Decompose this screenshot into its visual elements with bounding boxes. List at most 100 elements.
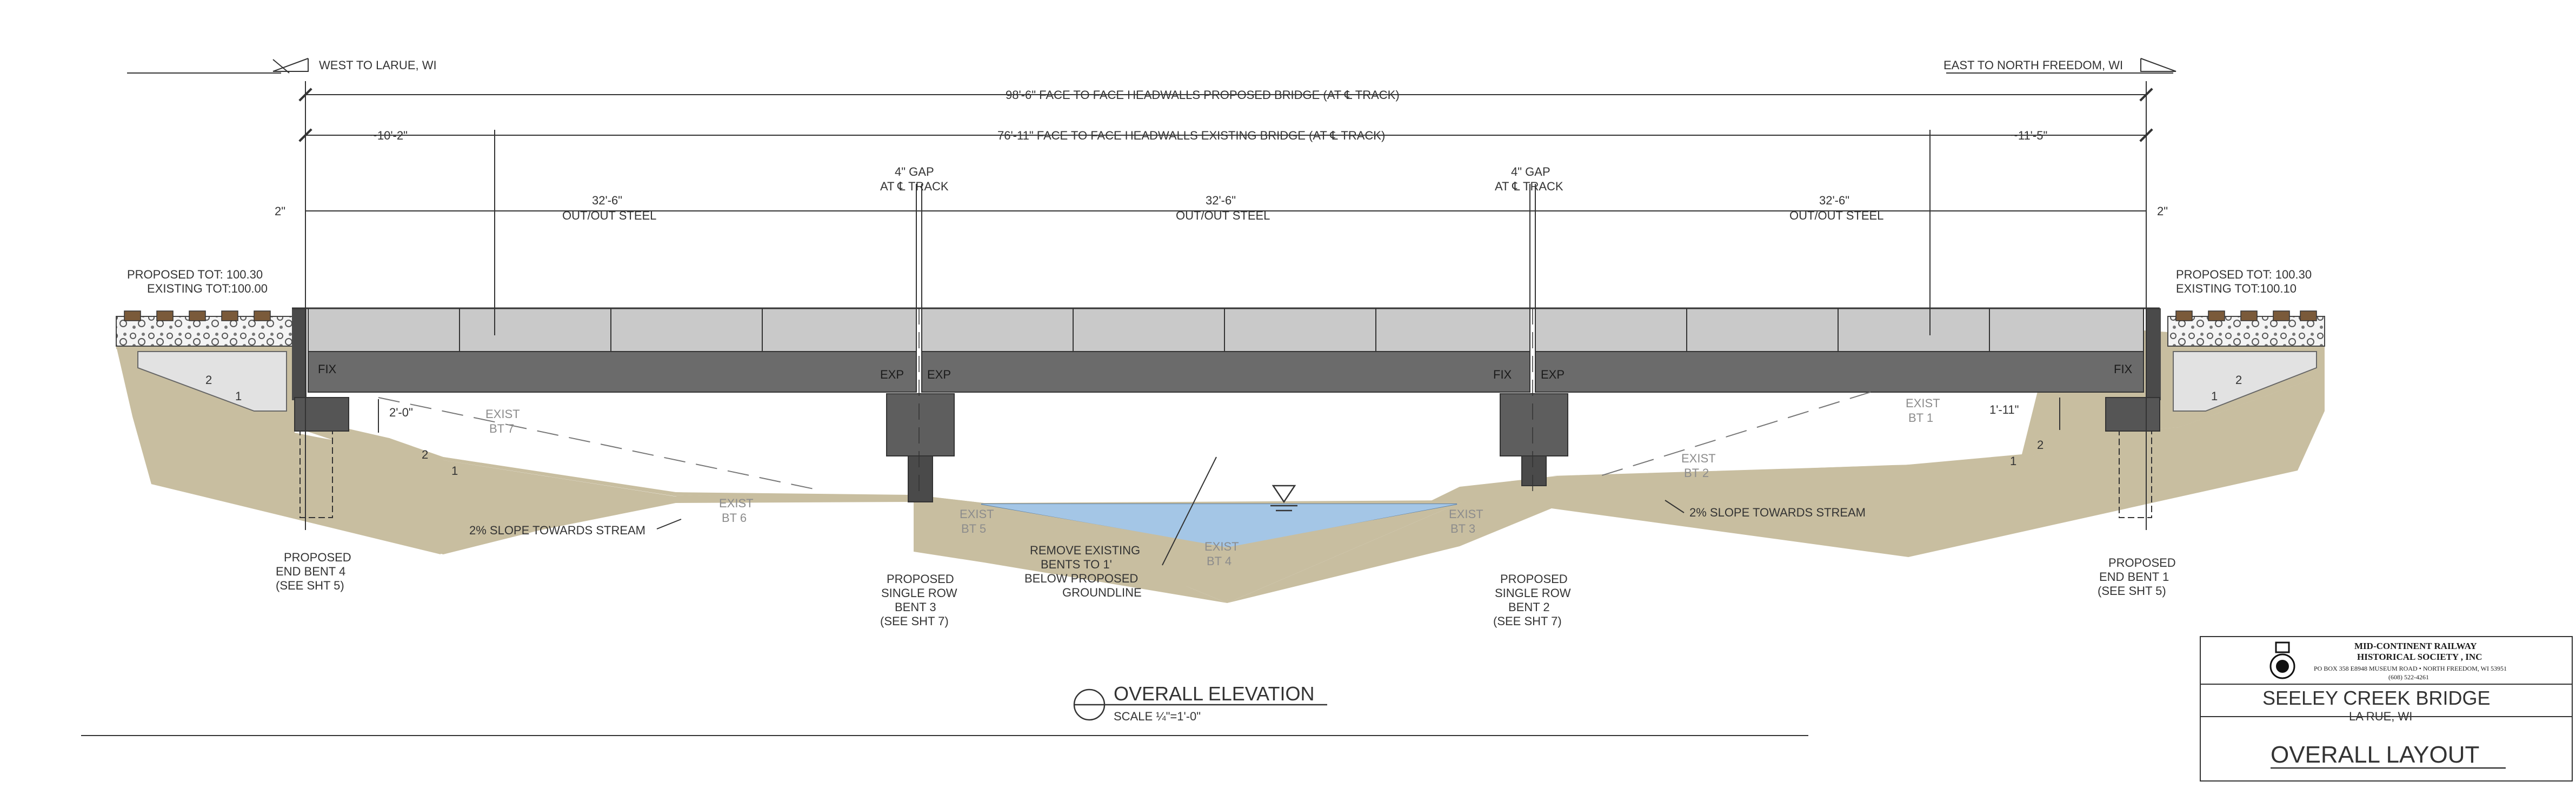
exist-bt6-b: BT 6 bbox=[722, 511, 747, 525]
west-label: WEST TO LARUE, WI bbox=[319, 58, 437, 72]
callout-end-bent-1: PROPOSED END BENT 1 (SEE SHT 5) bbox=[2098, 556, 2176, 598]
span-2-sub: OUT/OUT STEEL bbox=[1176, 209, 1270, 222]
piers bbox=[886, 393, 1568, 502]
span-1-length: 32'-6" bbox=[592, 194, 622, 207]
callout-b3-3: BENT 3 bbox=[895, 600, 936, 614]
proposed-overall-dim: 98'-6" FACE TO FACE HEADWALLS PROPOSED B… bbox=[1006, 88, 1400, 102]
bearing-exp-1: EXP bbox=[880, 368, 904, 381]
callout-b3-2: SINGLE ROW bbox=[881, 586, 957, 600]
gap-1-label-b: AT ℄ TRACK bbox=[880, 180, 949, 193]
bearing-exp-3: EXP bbox=[1541, 368, 1565, 381]
left-tot-existing: EXISTING TOT:100.00 bbox=[147, 282, 268, 295]
slope-ratio-1-b: 1 bbox=[451, 464, 458, 478]
exist-bt5-a: EXIST bbox=[960, 507, 994, 521]
exist-bt6-a: EXIST bbox=[719, 496, 754, 510]
gap-1-label-a: 4" GAP bbox=[895, 165, 934, 178]
right-stream-slope: 2% SLOPE TOWARDS STREAM bbox=[1689, 506, 1866, 519]
title-block-frame bbox=[2200, 636, 2573, 782]
left-ties bbox=[124, 310, 271, 321]
view-title-scale: SCALE ¼"=1'-0" bbox=[1114, 710, 1201, 723]
exist-bt7-a: EXIST bbox=[485, 407, 520, 421]
callout-b2-3: BENT 2 bbox=[1508, 600, 1550, 614]
callout-rm-1: REMOVE EXISTING bbox=[1030, 544, 1140, 557]
org-address: PO BOX 358 E8948 MUSEUM ROAD • NORTH FRE… bbox=[2314, 665, 2507, 672]
project-location: LA RUE, WI bbox=[2349, 710, 2412, 723]
end-bent-1-cap bbox=[2105, 397, 2160, 432]
water-surface-icon bbox=[1270, 485, 1297, 512]
left-offset-dim: ~10'-2" bbox=[370, 129, 408, 142]
span-3-beam bbox=[1535, 351, 2144, 393]
east-label: EAST TO NORTH FREEDOM, WI bbox=[1943, 58, 2123, 72]
leader-lines bbox=[656, 456, 1685, 566]
callout-rm-3: BELOW PROPOSED bbox=[1024, 572, 1138, 585]
end-bent-4-piles bbox=[299, 431, 333, 518]
end-bent-1-piles bbox=[2119, 431, 2152, 518]
org-phone: (608) 522-4261 bbox=[2388, 673, 2429, 681]
right-tot-existing: EXISTING TOT:100.10 bbox=[2176, 282, 2297, 295]
direction-arrows bbox=[272, 58, 2176, 72]
exist-bt3-b: BT 3 bbox=[1450, 522, 1475, 535]
exist-bt2-b: BT 2 bbox=[1684, 466, 1709, 480]
view-title: OVERALL ELEVATION SCALE ¼"=1'-0" bbox=[1073, 683, 1327, 723]
callout-b3-1: PROPOSED bbox=[887, 572, 954, 586]
slope-ratio-2-c: 2 bbox=[2037, 438, 2044, 452]
track-ballast bbox=[116, 310, 2325, 347]
exist-bt1-b: BT 1 bbox=[1908, 411, 1933, 425]
span-1-beam bbox=[308, 351, 917, 393]
span-2-deck bbox=[921, 308, 1530, 352]
callout-b3-4: (SEE SHT 7) bbox=[880, 614, 949, 628]
bent-2-pile bbox=[1521, 455, 1547, 486]
callout-eb4-2: END BENT 4 bbox=[276, 565, 345, 578]
left-tot-proposed: PROPOSED TOT: 100.30 bbox=[127, 268, 263, 281]
slope-ratio-2-a: 2 bbox=[205, 373, 212, 387]
exist-bt1-a: EXIST bbox=[1906, 396, 1940, 410]
span-1-deck bbox=[308, 308, 917, 352]
callout-remove-existing: REMOVE EXISTING BENTS TO 1' BELOW PROPOS… bbox=[1024, 544, 1142, 599]
existing-structure-dashed bbox=[378, 397, 817, 490]
end-bents bbox=[292, 308, 2161, 518]
span-1-sub: OUT/OUT STEEL bbox=[562, 209, 656, 222]
right-abutment-wedge bbox=[2173, 351, 2317, 412]
bent-3-cap bbox=[886, 393, 955, 456]
sheet-title: OVERALL LAYOUT bbox=[2271, 741, 2479, 768]
railway-logo-icon bbox=[2269, 641, 2295, 679]
bridge-spans bbox=[292, 307, 2160, 393]
left-abutment-wedge bbox=[137, 351, 287, 412]
callout-b2-2: SINGLE ROW bbox=[1495, 586, 1571, 600]
callout-eb1-2: END BENT 1 bbox=[2099, 570, 2169, 584]
end-bent-4-cap bbox=[294, 397, 349, 432]
slope-ratio-2-d: 2 bbox=[2235, 373, 2242, 387]
callout-b2-1: PROPOSED bbox=[1500, 572, 1568, 586]
slope-ratio-1-c: 1 bbox=[2010, 454, 2016, 468]
right-drop-dim: 1'-11" bbox=[1989, 403, 2019, 416]
bearing-fix-right: FIX bbox=[2114, 362, 2133, 376]
span-2-length: 32'-6" bbox=[1206, 194, 1236, 207]
existing-overall-dim: 76'-11" FACE TO FACE HEADWALLS EXISTING … bbox=[997, 129, 1385, 142]
project-name: SEELEY CREEK BRIDGE bbox=[2262, 687, 2491, 709]
exist-bt7-b: BT 7 bbox=[489, 422, 514, 435]
east-arrow-icon bbox=[2140, 58, 2176, 72]
stream-water-body bbox=[981, 504, 1457, 547]
title-block: MID-CONTINENT RAILWAY HISTORICAL SOCIETY… bbox=[2200, 636, 2573, 782]
slope-ratio-1-d: 1 bbox=[2211, 389, 2218, 403]
left-ballast bbox=[116, 316, 295, 347]
callout-eb4-1: PROPOSED bbox=[284, 551, 351, 564]
callout-rm-4: GROUNDLINE bbox=[1062, 586, 1142, 599]
callout-bent-2: PROPOSED SINGLE ROW BENT 2 (SEE SHT 7) bbox=[1493, 572, 1571, 628]
span-3-sub: OUT/OUT STEEL bbox=[1789, 209, 1883, 222]
right-tot-proposed: PROPOSED TOT: 100.30 bbox=[2176, 268, 2312, 281]
exist-bt4-a: EXIST bbox=[1204, 540, 1239, 553]
gap-2-label-b: AT ℄ TRACK bbox=[1495, 180, 1563, 193]
right-ties bbox=[2175, 310, 2317, 321]
bent-3-pile bbox=[908, 455, 933, 502]
callout-rm-2: BENTS TO 1' bbox=[1041, 558, 1112, 571]
left-drop-dim: 2'-0" bbox=[389, 406, 413, 419]
exist-bt2-a: EXIST bbox=[1681, 452, 1716, 465]
end-bent-1-backwall bbox=[2146, 308, 2161, 400]
exist-bt3-a: EXIST bbox=[1449, 507, 1483, 521]
bent-2-cap bbox=[1500, 393, 1568, 456]
bearing-fix-left: FIX bbox=[318, 362, 337, 376]
gap-2-label-a: 4" GAP bbox=[1511, 165, 1550, 178]
left-gap-dim: 2" bbox=[275, 204, 285, 218]
